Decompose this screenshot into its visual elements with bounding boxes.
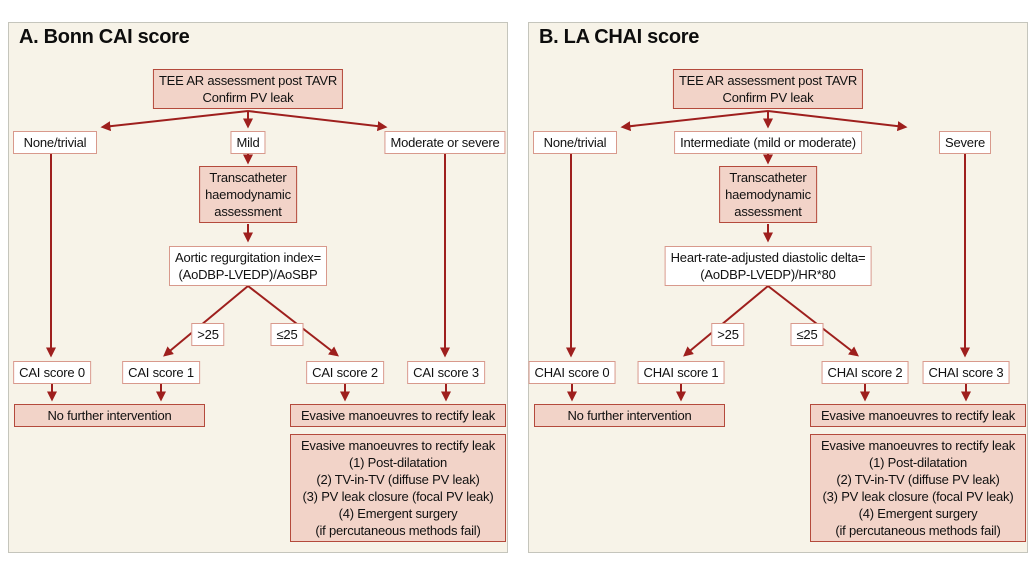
score-3-box: CHAI score 3	[922, 361, 1010, 384]
index-formula-box: Aortic regurgitation index= (AoDBP-LVEDP…	[169, 246, 327, 286]
root-assessment-box: TEE AR assessment post TAVR Confirm PV l…	[672, 69, 864, 109]
no-intervention-box: No further intervention	[14, 404, 205, 427]
branch-none-trivial-box: None/trivial	[13, 131, 97, 154]
haemodynamic-assessment-box: Transcatheter haemodynamic assessment	[719, 166, 817, 223]
branch-none-trivial-box: None/trivial	[533, 131, 617, 154]
root-assessment-box: TEE AR assessment post TAVR Confirm PV l…	[152, 69, 344, 109]
threshold-gt25-box: >25	[191, 323, 225, 346]
panel-la-chai: B. LA CHAI score TEE AR assessment post …	[528, 22, 1028, 553]
haemodynamic-assessment-box: Transcatheter haemodynamic assessment	[199, 166, 297, 223]
branch-right-severity-box: Moderate or severe	[384, 131, 506, 154]
panel-bonn-cai: A. Bonn CAI score TEE AR assessment post…	[8, 22, 508, 553]
score-2-box: CAI score 2	[306, 361, 384, 384]
rectify-leak-box: Evasive manoeuvres to rectify leak	[810, 404, 1026, 427]
threshold-le25-box: ≤25	[790, 323, 824, 346]
branch-right-severity-box: Severe	[939, 131, 991, 154]
score-2-box: CHAI score 2	[821, 361, 909, 384]
threshold-gt25-box: >25	[711, 323, 745, 346]
score-0-box: CAI score 0	[13, 361, 91, 384]
index-formula-box: Heart-rate-adjusted diastolic delta= (Ao…	[664, 246, 872, 286]
rectify-leak-box: Evasive manoeuvres to rectify leak	[290, 404, 506, 427]
no-intervention-box: No further intervention	[534, 404, 725, 427]
manoeuvres-detail-box: Evasive manoeuvres to rectify leak (1) P…	[290, 434, 506, 542]
score-1-box: CAI score 1	[122, 361, 200, 384]
score-3-box: CAI score 3	[407, 361, 485, 384]
panel-title: B. LA CHAI score	[539, 26, 700, 48]
threshold-le25-box: ≤25	[270, 323, 304, 346]
score-1-box: CHAI score 1	[637, 361, 725, 384]
branch-center-severity-box: Intermediate (mild or moderate)	[674, 131, 862, 154]
score-0-box: CHAI score 0	[528, 361, 616, 384]
manoeuvres-detail-box: Evasive manoeuvres to rectify leak (1) P…	[810, 434, 1026, 542]
panel-title: A. Bonn CAI score	[19, 26, 190, 48]
branch-center-severity-box: Mild	[230, 131, 266, 154]
